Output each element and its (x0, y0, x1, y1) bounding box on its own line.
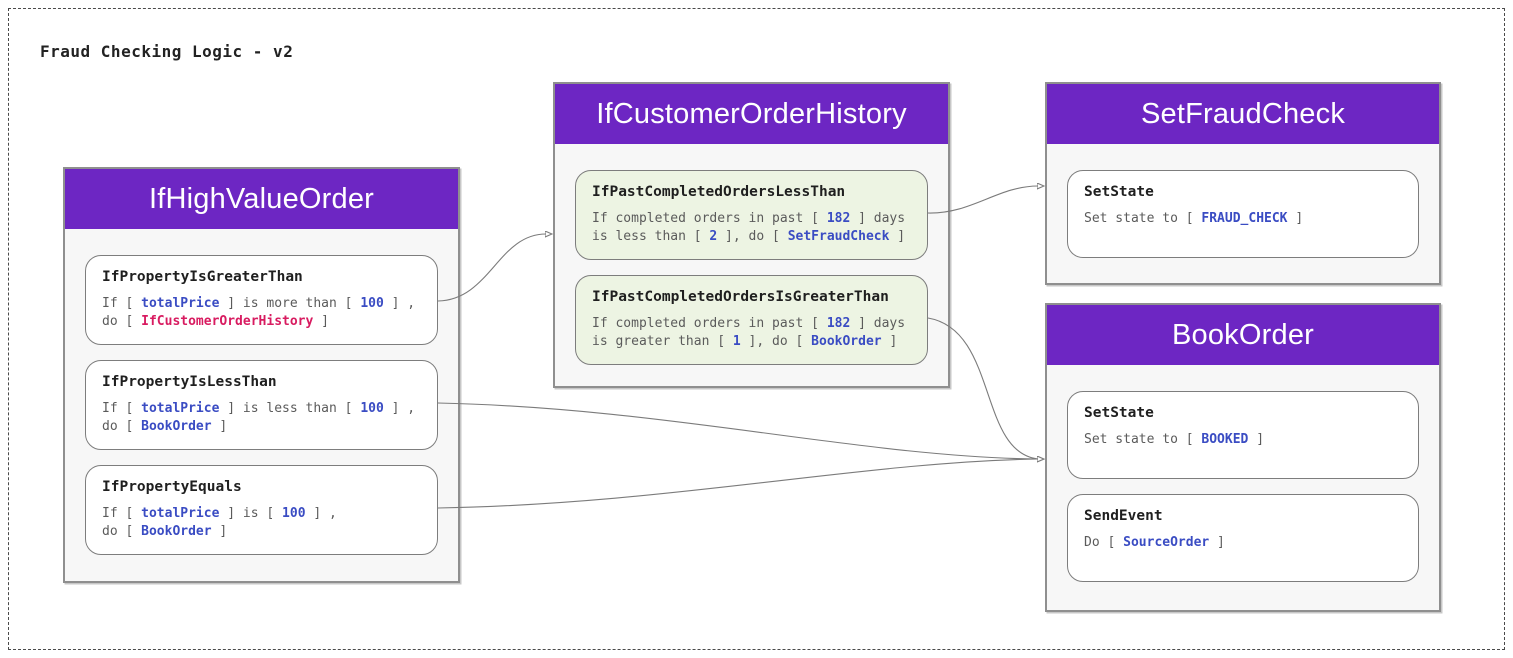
card-text: Set state to [ BOOKED ] (1084, 432, 1265, 447)
card-text: If completed orders in past [ 182 ] days… (592, 315, 906, 349)
card-text: If [ totalPrice ] is more than [ 100 ] ,… (102, 296, 416, 329)
node-header-bookorder: BookOrder (1047, 305, 1439, 365)
card-setstate-booked: SetState Set state to [ BOOKED ] (1067, 391, 1419, 479)
node-ifcustomerorderhistory: IfCustomerOrderHistory IfPastCompletedOr… (553, 82, 950, 388)
card-ifpastcompletedordersisgreaterthan: IfPastCompletedOrdersIsGreaterThan If co… (575, 274, 928, 365)
card-title: IfPastCompletedOrdersLessThan (592, 184, 846, 200)
card-title: IfPastCompletedOrdersIsGreaterThan (592, 288, 889, 305)
card-title: SetState (1084, 405, 1154, 421)
card-title: SendEvent (1084, 508, 1163, 524)
card-title: SetState (1084, 184, 1154, 200)
node-ifhighvalueorder: IfHighValueOrder IfPropertyIsGreaterThan… (63, 167, 460, 583)
node-header-setfraudcheck: SetFraudCheck (1047, 84, 1439, 144)
node-body-ifhighvalueorder: IfPropertyIsGreaterThan If [ totalPrice … (65, 229, 458, 581)
card-text: Do [ SourceOrder ] (1084, 535, 1225, 550)
card-text: If completed orders in past [ 182 ] days… (592, 211, 906, 244)
card-text: If [ totalPrice ] is less than [ 100 ] ,… (102, 400, 416, 434)
card-title: IfPropertyIsLessThan (102, 373, 277, 390)
edge-ifpropertyislessthan-to-bookorder (437, 402, 1038, 459)
node-header-ifhighvalueorder: IfHighValueOrder (65, 169, 458, 229)
diagram-title: Fraud Checking Logic - v2 (40, 42, 294, 61)
card-title: IfPropertyEquals (102, 478, 242, 495)
card-ifpropertyislessthan: IfPropertyIsLessThan If [ totalPrice ] i… (85, 359, 438, 450)
node-body-bookorder: SetState Set state to [ BOOKED ] SendEve… (1047, 365, 1439, 608)
node-body-setfraudcheck: SetState Set state to [ FRAUD_CHECK ] (1047, 144, 1439, 284)
card-ifpastcompletedorderslessthan: IfPastCompletedOrdersLessThan If complet… (575, 170, 928, 260)
node-bookorder: BookOrder SetState Set state to [ BOOKED… (1045, 303, 1441, 612)
card-setstate-fraudcheck: SetState Set state to [ FRAUD_CHECK ] (1067, 170, 1419, 258)
card-ifpropertyequals: IfPropertyEquals If [ totalPrice ] is [ … (85, 464, 438, 555)
card-title: IfPropertyIsGreaterThan (102, 269, 303, 285)
card-ifpropertyisgreaterthan: IfPropertyIsGreaterThan If [ totalPrice … (85, 255, 438, 345)
node-header-ifcustomerorderhistory: IfCustomerOrderHistory (555, 84, 948, 144)
node-body-ifcustomerorderhistory: IfPastCompletedOrdersLessThan If complet… (555, 144, 948, 391)
node-setfraudcheck: SetFraudCheck SetState Set state to [ FR… (1045, 82, 1441, 285)
card-text: If [ totalPrice ] is [ 100 ] ,do [ BookO… (102, 505, 337, 539)
edge-ifpropertyequals-to-bookorder (437, 458, 1039, 509)
card-sendevent: SendEvent Do [ SourceOrder ] (1067, 494, 1419, 582)
card-text: Set state to [ FRAUD_CHECK ] (1084, 211, 1304, 226)
